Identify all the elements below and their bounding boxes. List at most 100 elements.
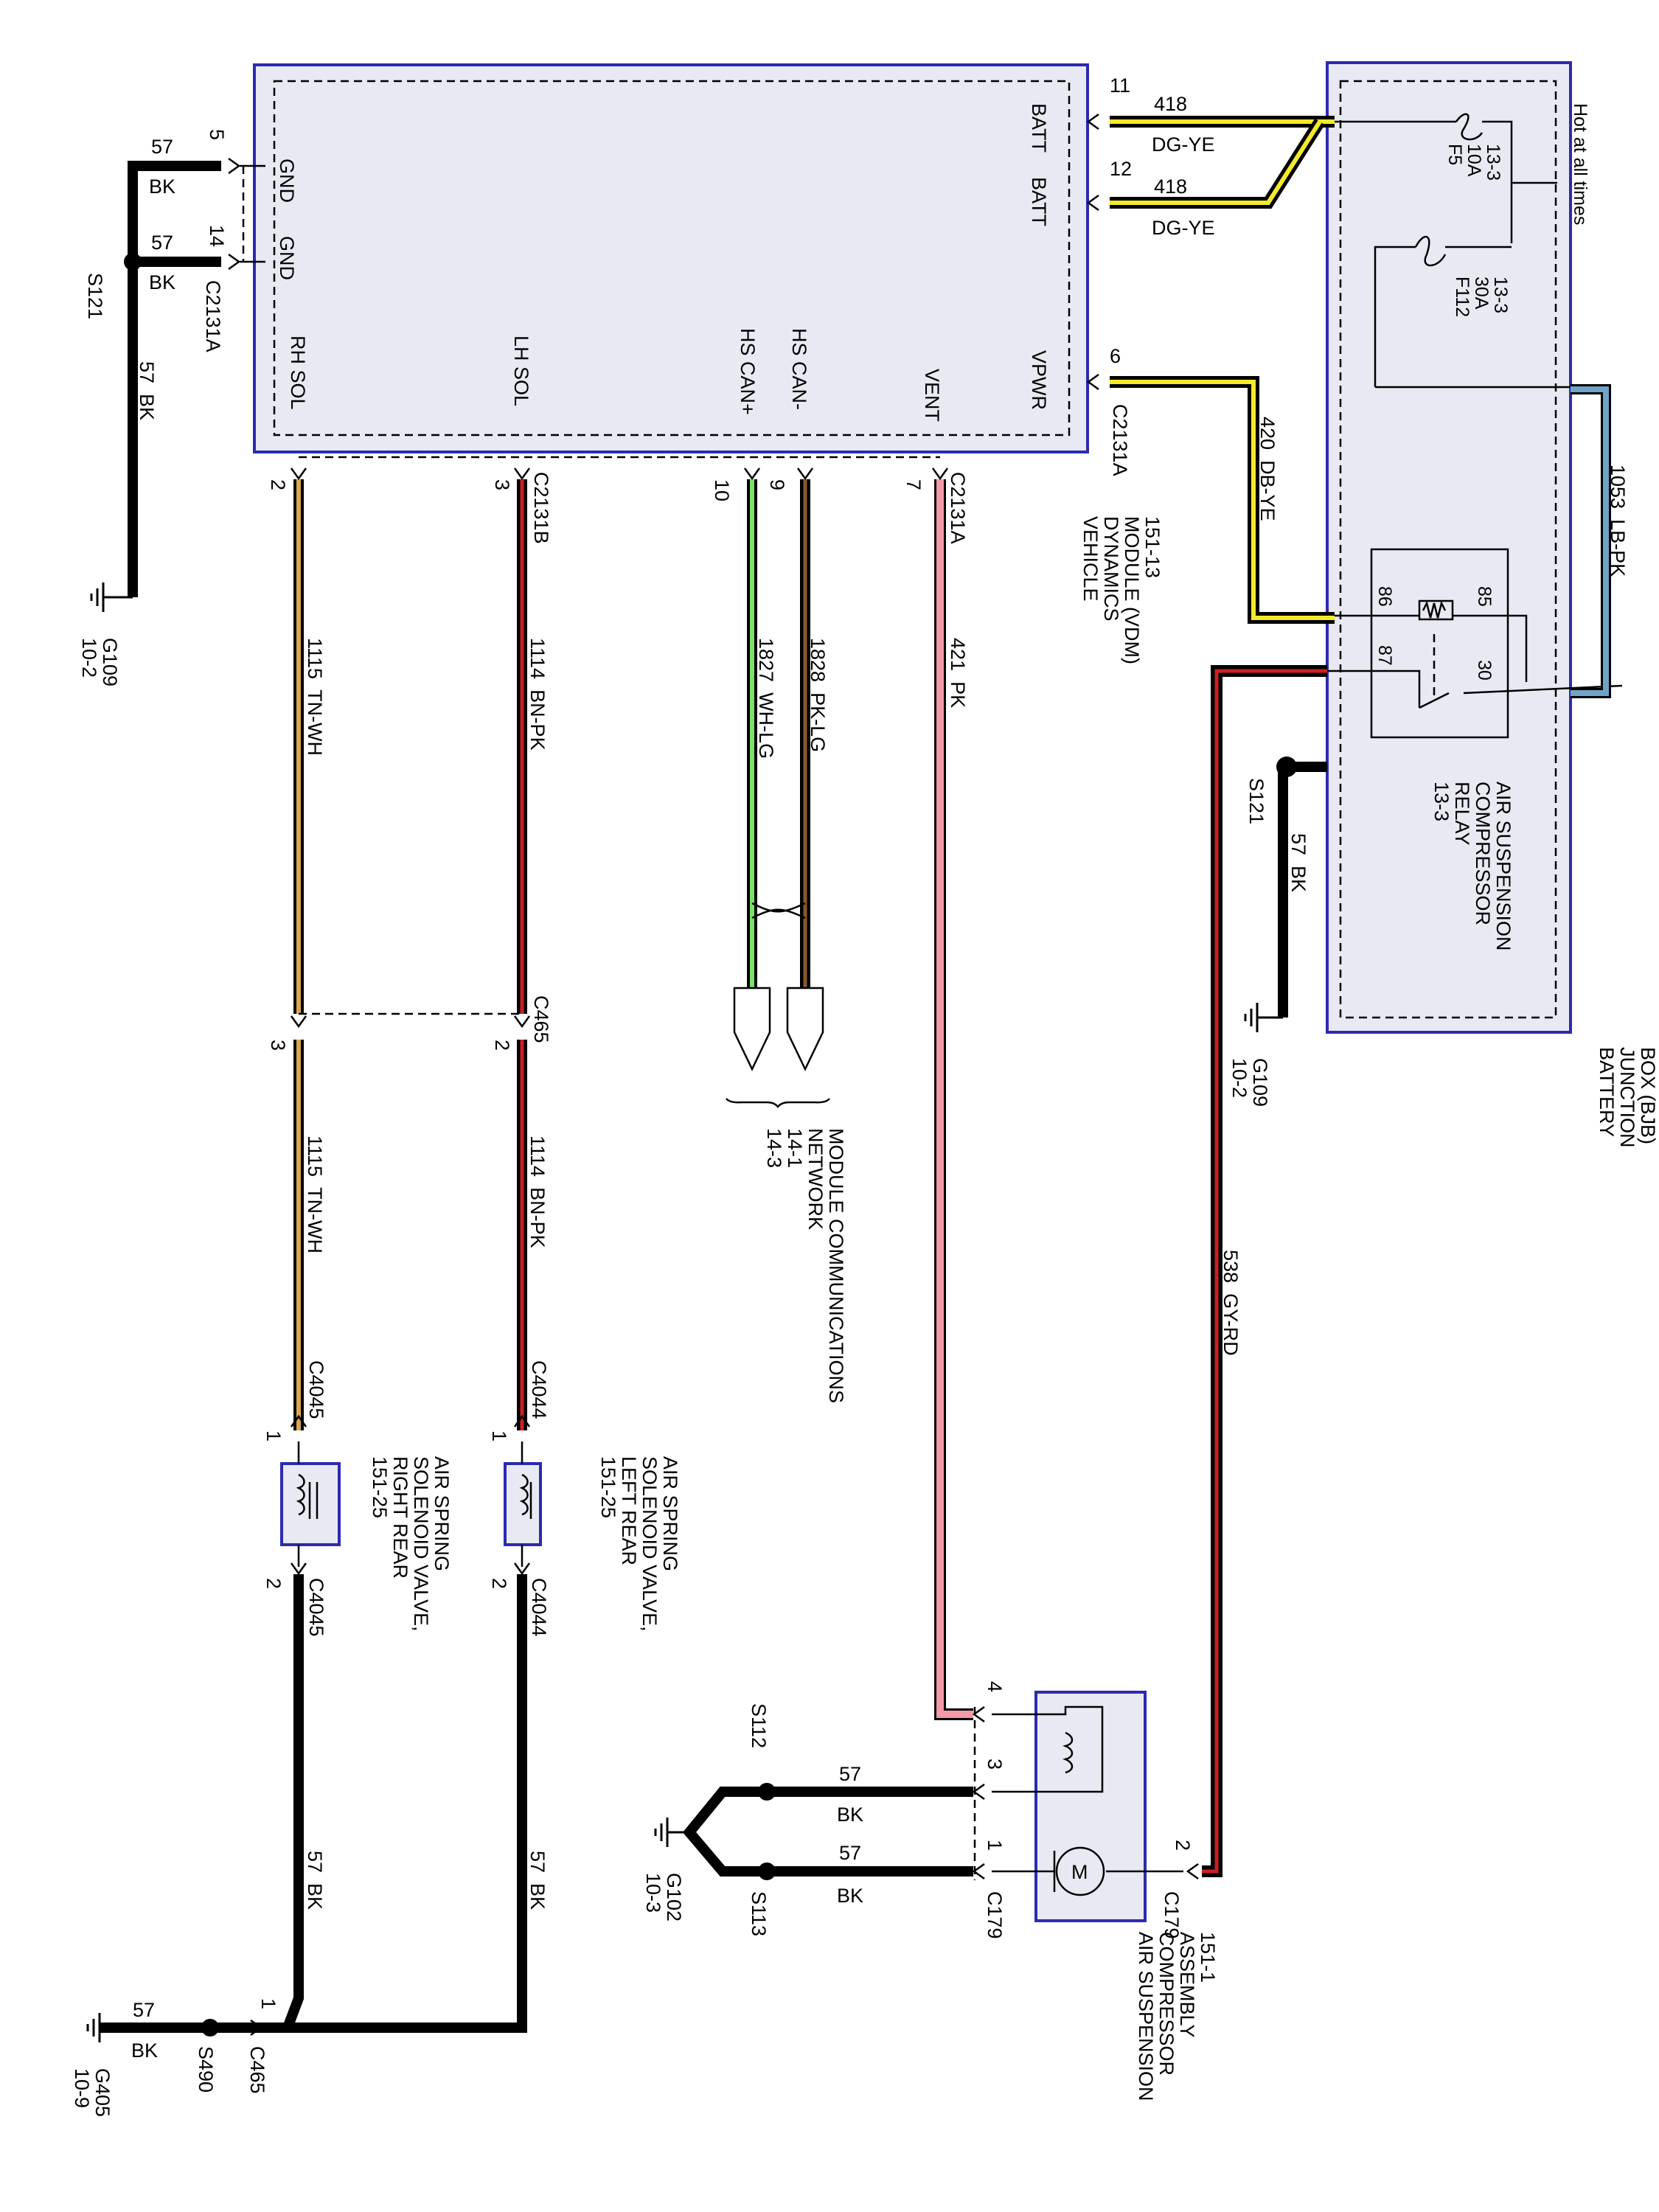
gnd-57-comp-b-color: BK xyxy=(837,1885,863,1907)
wire-538: 538GY-RD xyxy=(1202,665,1327,1877)
g109-left-1: G109 xyxy=(99,638,121,686)
s121-left: S121 xyxy=(84,273,106,319)
wire-421: 7 C2131A 421PK xyxy=(902,467,973,1720)
gnd-57-c-label: 57BK xyxy=(136,361,158,420)
wire-57-vdm-ground: 5 14 57 BK 57 BK C2131A S121 57BK G109 1… xyxy=(78,129,265,686)
comp-pin-2: 2 xyxy=(1172,1840,1194,1851)
c2131a-right: C2131A xyxy=(1109,404,1131,476)
wire-57-relay-ground: S121 57BK G109 10-2 xyxy=(1228,757,1327,1107)
network-1: MODULE COMMUNICATIONS xyxy=(825,1128,847,1403)
wire-1114-a-label: 1114BN-PK xyxy=(526,638,549,751)
c2131a-left: C2131A xyxy=(202,280,224,352)
g109-right-2: 10-2 xyxy=(1228,1058,1251,1098)
gnd-57-lh-label: 57BK xyxy=(526,1851,549,1910)
rh-valve-2: SOLENOID VALVE, xyxy=(410,1456,432,1632)
c4045-pin-2: 2 xyxy=(262,1578,285,1589)
circuit-1053: 1053LB-PK xyxy=(1607,465,1629,577)
vdm-pin-batt-a: BATT xyxy=(1028,103,1050,153)
f112-3: 13-3 xyxy=(1490,276,1511,313)
pin-11: 11 xyxy=(1110,74,1130,97)
pin-6: 6 xyxy=(1110,345,1121,367)
s112: S112 xyxy=(748,1703,770,1748)
c4044-pin-2: 2 xyxy=(488,1578,510,1589)
vdm-name-4: 151-13 xyxy=(1141,516,1164,578)
wire-420: 6 C2131A 420DB-YE xyxy=(1086,345,1335,624)
gnd-57-comp-b-num: 57 xyxy=(839,1842,861,1864)
wire-1114-b-label: 1114BN-PK xyxy=(526,1135,549,1248)
c4044-top: C4044 xyxy=(528,1360,550,1419)
pin-14: 14 xyxy=(206,225,228,247)
c4044-bottom: C4044 xyxy=(528,1578,550,1637)
vdm-name-2: DYNAMICS xyxy=(1100,516,1122,622)
f5-1: F5 xyxy=(1444,144,1465,165)
relay-pin-30: 30 xyxy=(1474,660,1495,681)
bjb-hot-label: Hot at all times xyxy=(1570,103,1590,225)
wire-1828-label: 1828PK-LG xyxy=(807,638,829,752)
c465-pin-1: 1 xyxy=(257,1998,279,2009)
relay-pin-87: 87 xyxy=(1374,645,1395,666)
relay-pin-85: 85 xyxy=(1474,586,1495,607)
wire-420-label: 420DB-YE xyxy=(1256,417,1279,521)
wire-57-compressor-ground: S112 S113 57 BK 57 BK G102 10-3 xyxy=(642,1703,973,1936)
pin-10: 10 xyxy=(711,479,733,501)
f112-1: F112 xyxy=(1452,276,1472,317)
pin-12: 12 xyxy=(1110,158,1132,180)
f5-2: 10A xyxy=(1464,144,1484,177)
vdm-pin-vent: VENT xyxy=(921,369,943,422)
network-2: NETWORK xyxy=(804,1128,827,1230)
lh-valve-1: AIR SPRING xyxy=(659,1456,681,1571)
s490: S490 xyxy=(195,2046,217,2093)
compressor-assembly: M 4 3 1 2 C179 C179 AIR SUSPENSION COMPR… xyxy=(972,1681,1219,2101)
wire-1115-a-label: 1115TN-WH xyxy=(304,638,326,756)
c4045-pin-1: 1 xyxy=(262,1430,285,1441)
wire-1827-label: 1827WH-LG xyxy=(755,638,777,759)
gnd-57-rh-label: 57BK xyxy=(304,1851,326,1910)
c179-left: C179 xyxy=(984,1891,1006,1939)
lh-valve-4: 151-25 xyxy=(597,1456,619,1518)
pin-9: 9 xyxy=(766,479,788,490)
wire-421-label: 421PK xyxy=(947,638,969,708)
rh-valve-1: AIR SPRING xyxy=(431,1456,453,1571)
vdm-name-1: VEHICLE xyxy=(1079,516,1102,602)
g102-2: 10-3 xyxy=(642,1873,664,1913)
relay-name-3: RELAY xyxy=(1451,782,1473,846)
c179-right: C179 xyxy=(1161,1891,1183,1939)
vdm-pin-gnd-b: GND xyxy=(276,236,298,280)
lh-valve-3: LEFT REAR xyxy=(618,1456,640,1565)
wire-418-a-color: DG-YE xyxy=(1152,133,1215,156)
comp-name-3: ASSEMBLY xyxy=(1176,1932,1198,2038)
gnd-57-bottom-num: 57 xyxy=(133,1999,155,2021)
wire-418-b-color: DG-YE xyxy=(1152,217,1215,239)
battery-junction-box: BATTERY JUNCTION BOX (BJB) 11-1 Hot at a… xyxy=(1326,61,1659,1148)
gnd-57-comp-a-num: 57 xyxy=(839,1763,861,1785)
g405-1: G405 xyxy=(91,2068,114,2117)
pin-2-rh: 2 xyxy=(267,479,289,490)
relay-pin-86: 86 xyxy=(1374,586,1395,607)
g109-left-2: 10-2 xyxy=(78,638,100,678)
motor-symbol: M xyxy=(1071,1861,1088,1883)
comp-pin-1: 1 xyxy=(984,1840,1006,1851)
vdm-pin-batt-b: BATT xyxy=(1028,177,1050,226)
network-4: 14-3 xyxy=(763,1128,785,1168)
relay-name-2: COMPRESSOR xyxy=(1472,782,1494,925)
wire-418: 418 DG-YE 418 DG-YE 11 12 xyxy=(1086,74,1335,239)
gnd-57-comp-a-color: BK xyxy=(837,1804,863,1826)
g405-2: 10-9 xyxy=(71,2068,93,2108)
left-rear-valve: C4044 C4044 1 2 AIR SPRING SOLENOID VALV… xyxy=(488,1360,681,1637)
lh-valve-2: SOLENOID VALVE, xyxy=(639,1456,661,1632)
f112-2: 30A xyxy=(1471,276,1492,310)
c4044-pin-1: 1 xyxy=(488,1430,510,1441)
vdm-pin-gnd-a: GND xyxy=(276,159,298,203)
network-3: 14-1 xyxy=(784,1128,806,1168)
pin-2-c465: 2 xyxy=(491,1040,513,1051)
vdm-pin-can-plus: HS CAN+ xyxy=(737,328,759,415)
c2131b: C2131B xyxy=(530,472,552,544)
wire-1115-b-label: 1115TN-WH xyxy=(304,1135,326,1253)
pin-5: 5 xyxy=(206,129,228,140)
c2131a-vent: C2131A xyxy=(947,472,969,544)
wire-538-label: 538GY-RD xyxy=(1220,1250,1242,1356)
bjb-name-4: 11-1 xyxy=(1658,1047,1659,1085)
bjb-name-1: BATTERY xyxy=(1596,1047,1618,1137)
c4045-bottom: C4045 xyxy=(305,1578,327,1637)
